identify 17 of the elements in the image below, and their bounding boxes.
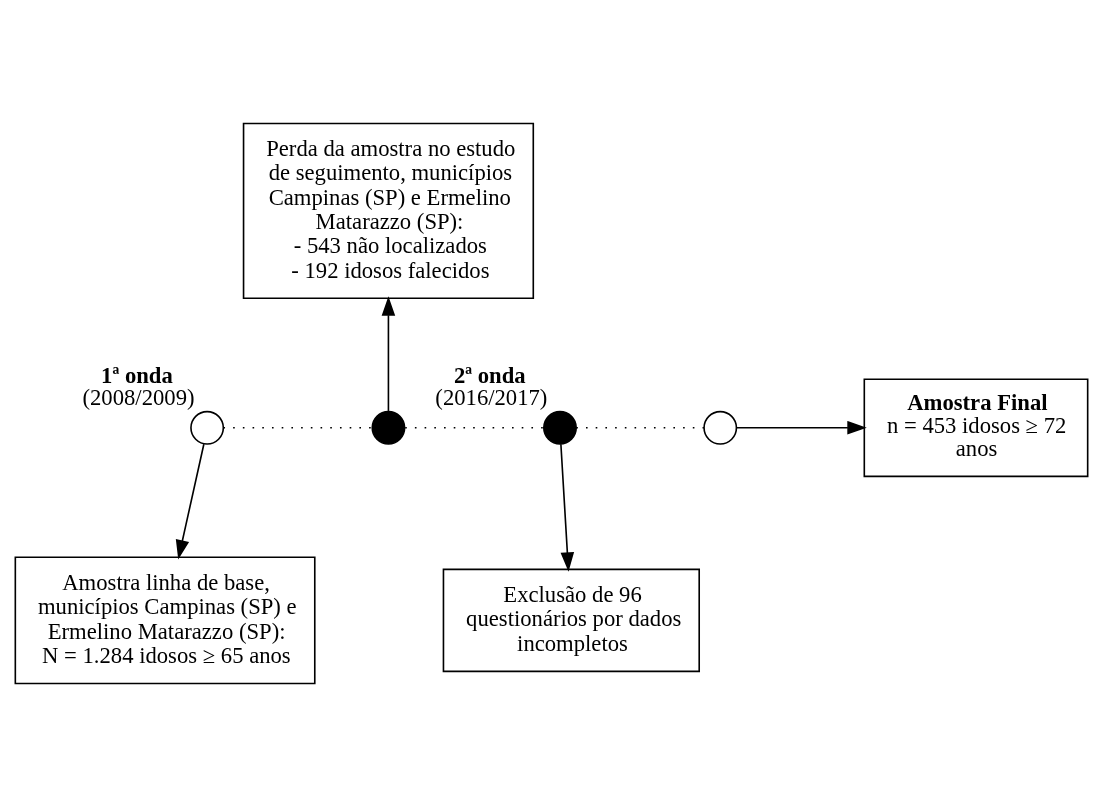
node-label: (2008/2009) [82, 385, 195, 411]
node-box: Amostra linha de base, municípios Campinas (SP) e Ermelino Matarazzo (SP): N = 1.284 idosos ≥ 65 anos [14, 556, 316, 685]
node-box: Amostra Final n = 453 idosos ≥ 72 anos [863, 378, 1089, 478]
node-label: 2ª onda [453, 362, 526, 388]
node-label: (2016/2017) [435, 385, 548, 411]
node-circle [703, 410, 738, 445]
arrow [175, 443, 205, 560]
node-circle [371, 410, 406, 445]
node-box: Exclusão de 96 questionários por dados incompletos [442, 568, 700, 673]
node-box: Perda da amostra no estudo de seguimento, municípios Campinas (SP) e Ermelino Matarazzo (SP): - 543 não localizados - 192 idosos falecidos [242, 122, 535, 300]
arrow [381, 296, 396, 412]
arrow [560, 443, 575, 572]
node-circle [190, 410, 225, 445]
arrow [735, 420, 867, 435]
connector [222, 426, 373, 429]
node-circle [543, 410, 577, 445]
node-label: 1ª onda [101, 362, 173, 388]
